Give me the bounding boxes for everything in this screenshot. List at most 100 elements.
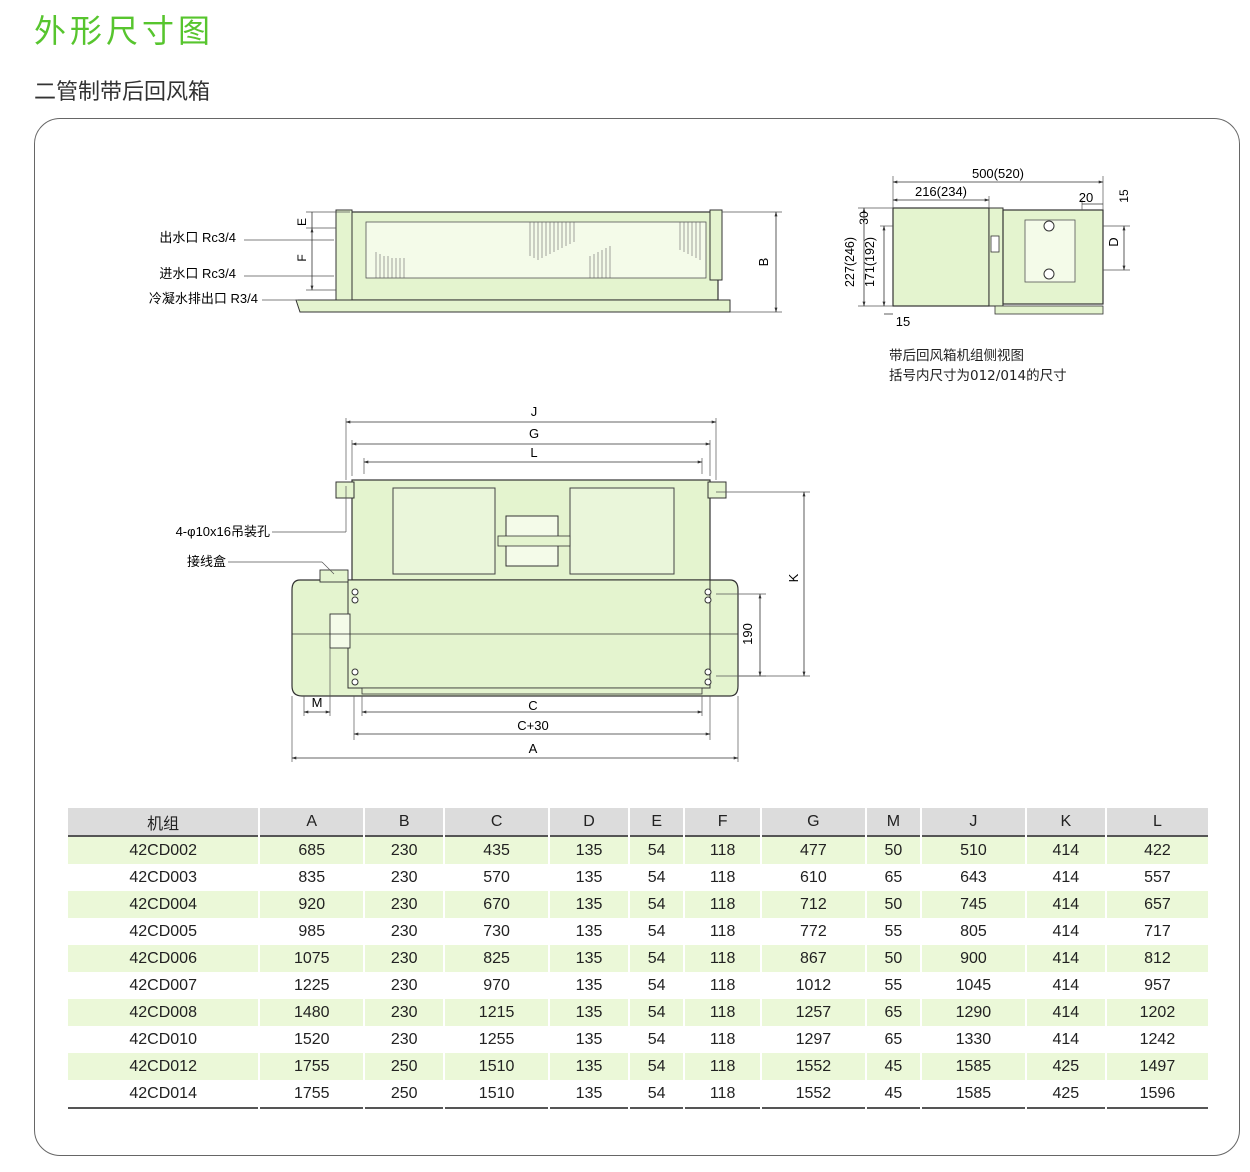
value-cell: 55 (865, 972, 923, 999)
value-cell: 50 (865, 945, 923, 972)
value-cell: 812 (1105, 945, 1208, 972)
model-cell: 42CD006 (68, 945, 261, 972)
header-cell: C (444, 808, 551, 836)
value-cell: 1255 (444, 1026, 551, 1053)
value-cell: 425 (1025, 1080, 1107, 1108)
dim-m-label: M (312, 695, 323, 710)
value-cell: 54 (629, 1053, 686, 1080)
dim-15-bottom-label: 15 (896, 314, 910, 329)
dim-171-label: 171(192) (863, 237, 877, 287)
page-subtitle: 二管制带后回风箱 (34, 80, 211, 105)
value-cell: 135 (549, 999, 631, 1026)
model-cell: 42CD012 (68, 1053, 261, 1080)
value-cell: 730 (444, 918, 551, 945)
callout-hanging-holes: 4-φ10x16吊装孔 (176, 524, 270, 539)
value-cell: 135 (549, 918, 631, 945)
value-cell: 50 (865, 836, 923, 864)
value-cell: 135 (549, 891, 631, 918)
dim-c30-label: C+30 (517, 718, 548, 733)
value-cell: 957 (1105, 972, 1208, 999)
value-cell: 65 (865, 1026, 923, 1053)
dim-190-label: 190 (740, 623, 755, 645)
dimension-drawings: E F B 出水口 Rc3/4 进水口 Rc3/4 冷凝水排出口 R3/4 (149, 166, 1131, 762)
value-cell: 230 (364, 1026, 446, 1053)
top-view: J G L K 190 M C C+30 A 4-φ10x16吊装孔 接线盒 (176, 404, 810, 762)
value-cell: 1257 (760, 999, 867, 1026)
value-cell: 135 (549, 1053, 631, 1080)
value-cell: 54 (629, 1080, 686, 1108)
value-cell: 118 (684, 972, 762, 999)
value-cell: 1075 (259, 945, 366, 972)
dim-216-label: 216(234) (915, 184, 967, 199)
value-cell: 825 (444, 945, 551, 972)
value-cell: 422 (1105, 836, 1208, 864)
value-cell: 1290 (921, 999, 1027, 1026)
value-cell: 54 (629, 918, 686, 945)
value-cell: 657 (1105, 891, 1208, 918)
callout-drain: 冷凝水排出口 R3/4 (149, 291, 258, 306)
value-cell: 425 (1025, 1053, 1107, 1080)
value-cell: 414 (1025, 972, 1107, 999)
value-cell: 230 (364, 918, 446, 945)
value-cell: 712 (760, 891, 867, 918)
header-cell: L (1105, 808, 1208, 836)
callout-water-outlet: 出水口 Rc3/4 (159, 230, 236, 245)
value-cell: 54 (629, 972, 686, 999)
value-cell: 118 (684, 1026, 762, 1053)
value-cell: 54 (629, 945, 686, 972)
value-cell: 867 (760, 945, 867, 972)
value-cell: 54 (629, 891, 686, 918)
value-cell: 118 (684, 836, 762, 864)
table-header-row: 机组 A B C D E F G M J K L (68, 808, 1208, 836)
value-cell: 510 (921, 836, 1027, 864)
header-cell: F (684, 808, 762, 836)
value-cell: 557 (1105, 864, 1208, 891)
model-cell: 42CD003 (68, 864, 261, 891)
value-cell: 1480 (259, 999, 366, 1026)
value-cell: 900 (921, 945, 1027, 972)
header-cell: A (259, 808, 366, 836)
value-cell: 1242 (1105, 1026, 1208, 1053)
header-cell: J (921, 808, 1027, 836)
dim-500-label: 500(520) (972, 166, 1024, 181)
dim-20-label: 20 (1079, 190, 1093, 205)
value-cell: 118 (684, 945, 762, 972)
value-cell: 835 (259, 864, 366, 891)
value-cell: 230 (364, 999, 446, 1026)
header-cell: E (629, 808, 686, 836)
value-cell: 118 (684, 1080, 762, 1108)
value-cell: 135 (549, 945, 631, 972)
value-cell: 230 (364, 836, 446, 864)
value-cell: 1585 (921, 1053, 1027, 1080)
value-cell: 435 (444, 836, 551, 864)
value-cell: 1510 (444, 1053, 551, 1080)
value-cell: 1552 (760, 1053, 867, 1080)
value-cell: 135 (549, 864, 631, 891)
dim-30-label: 30 (857, 211, 871, 225)
dim-j-label: J (531, 404, 538, 419)
value-cell: 118 (684, 1053, 762, 1080)
value-cell: 118 (684, 864, 762, 891)
value-cell: 1045 (921, 972, 1027, 999)
value-cell: 745 (921, 891, 1027, 918)
value-cell: 250 (364, 1080, 446, 1108)
value-cell: 230 (364, 864, 446, 891)
dim-15-top-label: 15 (1117, 189, 1131, 203)
dim-e-label: E (295, 218, 309, 226)
dim-b-label: B (756, 258, 771, 267)
dim-c-label: C (528, 698, 537, 713)
value-cell: 45 (865, 1053, 923, 1080)
value-cell: 1510 (444, 1080, 551, 1108)
value-cell: 65 (865, 999, 923, 1026)
side-view-note-line1: 带后回风箱机组侧视图 (889, 348, 1024, 364)
dim-227-label: 227(246) (843, 237, 857, 287)
value-cell: 135 (549, 836, 631, 864)
value-cell: 414 (1025, 836, 1107, 864)
value-cell: 54 (629, 836, 686, 864)
value-cell: 805 (921, 918, 1027, 945)
